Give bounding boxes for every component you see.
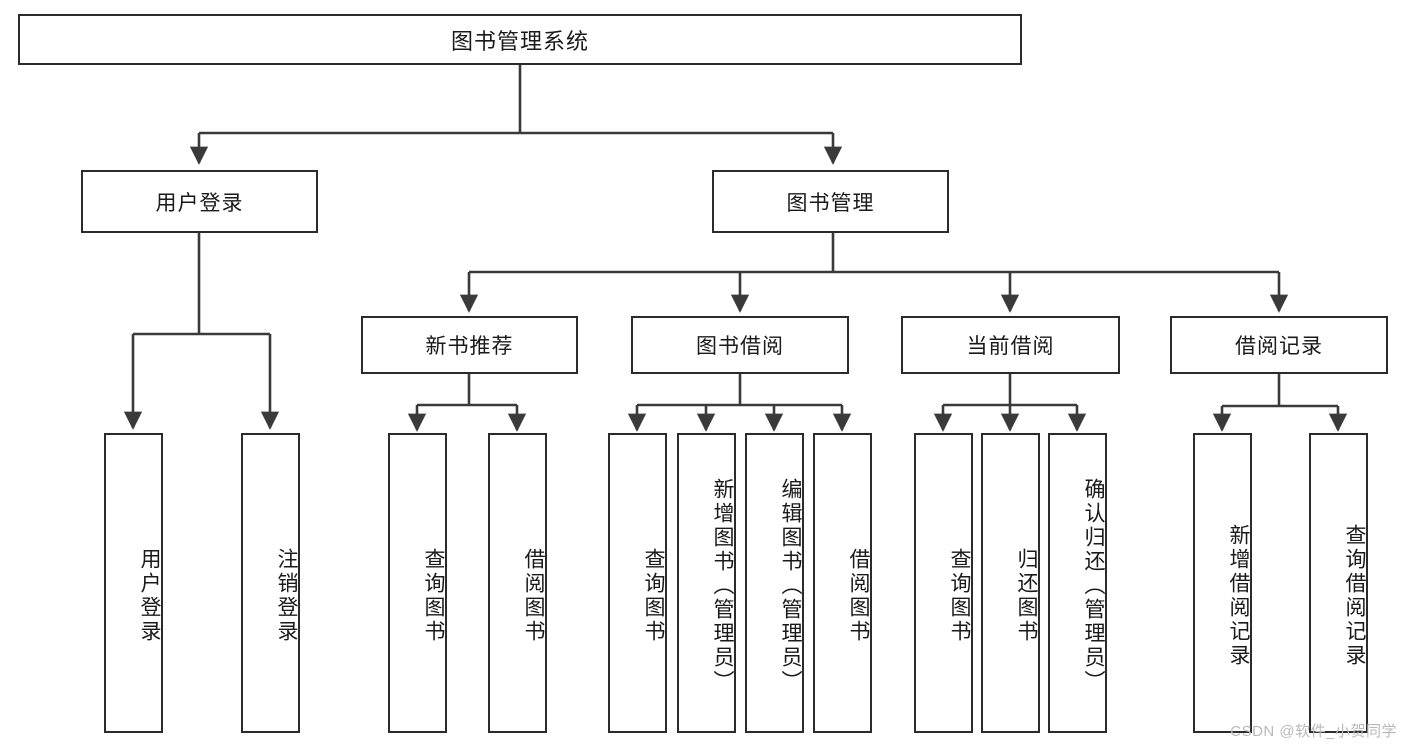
node-label: 查询图书 [948,548,971,644]
leaf-borrow-book-recommend[interactable]: 借阅图书 [488,433,547,733]
node-label: 借阅图书 [847,548,870,644]
node-label: 新书推荐 [425,335,514,358]
leaf-logout[interactable]: 注销登录 [241,433,300,733]
leaf-confirm-return-admin[interactable]: 确认归还（管理员） [1048,433,1107,733]
node-label: 编辑图书（管理员） [779,478,802,694]
node-label: 确认归还（管理员） [1082,478,1105,694]
node-label: 新增图书（管理员） [711,478,734,694]
node-label: 用户登录 [138,548,161,644]
node-label: 借阅图书 [522,548,545,644]
node-label: 查询图书 [422,548,445,644]
node-current-borrow[interactable]: 当前借阅 [901,316,1120,374]
node-label: 借阅记录 [1235,335,1323,358]
leaf-user-login[interactable]: 用户登录 [104,433,163,733]
node-book-management[interactable]: 图书管理 [712,170,949,233]
node-label: 图书借阅 [696,335,784,358]
watermark: CSDN @软件_小贺同学 [1230,723,1397,740]
node-label: 查询图书 [642,548,665,644]
node-label: 用户登录 [155,191,244,215]
node-label: 归还图书 [1015,548,1038,644]
node-label: 图书管理 [786,191,875,215]
node-label: 当前借阅 [966,335,1055,358]
node-new-book-recommend[interactable]: 新书推荐 [361,316,578,374]
leaf-query-book-borrow[interactable]: 查询图书 [608,433,667,733]
leaf-add-borrow-record[interactable]: 新增借阅记录 [1193,433,1252,733]
node-label: 图书管理系统 [450,28,589,54]
leaf-query-borrow-record[interactable]: 查询借阅记录 [1309,433,1368,733]
leaf-query-book-recommend[interactable]: 查询图书 [388,433,447,733]
leaf-query-book-current[interactable]: 查询图书 [914,433,973,733]
node-root-book-management-system[interactable]: 图书管理系统 [18,14,1022,65]
node-label: 注销登录 [275,548,298,644]
leaf-borrow-book[interactable]: 借阅图书 [813,433,872,733]
node-borrow-record[interactable]: 借阅记录 [1170,316,1388,374]
node-label: 新增借阅记录 [1227,524,1250,668]
node-user-login[interactable]: 用户登录 [81,170,318,233]
node-label: 查询借阅记录 [1343,524,1366,668]
leaf-edit-book-admin[interactable]: 编辑图书（管理员） [745,433,804,733]
leaf-add-book-admin[interactable]: 新增图书（管理员） [677,433,736,733]
node-book-borrow[interactable]: 图书借阅 [631,316,849,374]
leaf-return-book[interactable]: 归还图书 [981,433,1040,733]
